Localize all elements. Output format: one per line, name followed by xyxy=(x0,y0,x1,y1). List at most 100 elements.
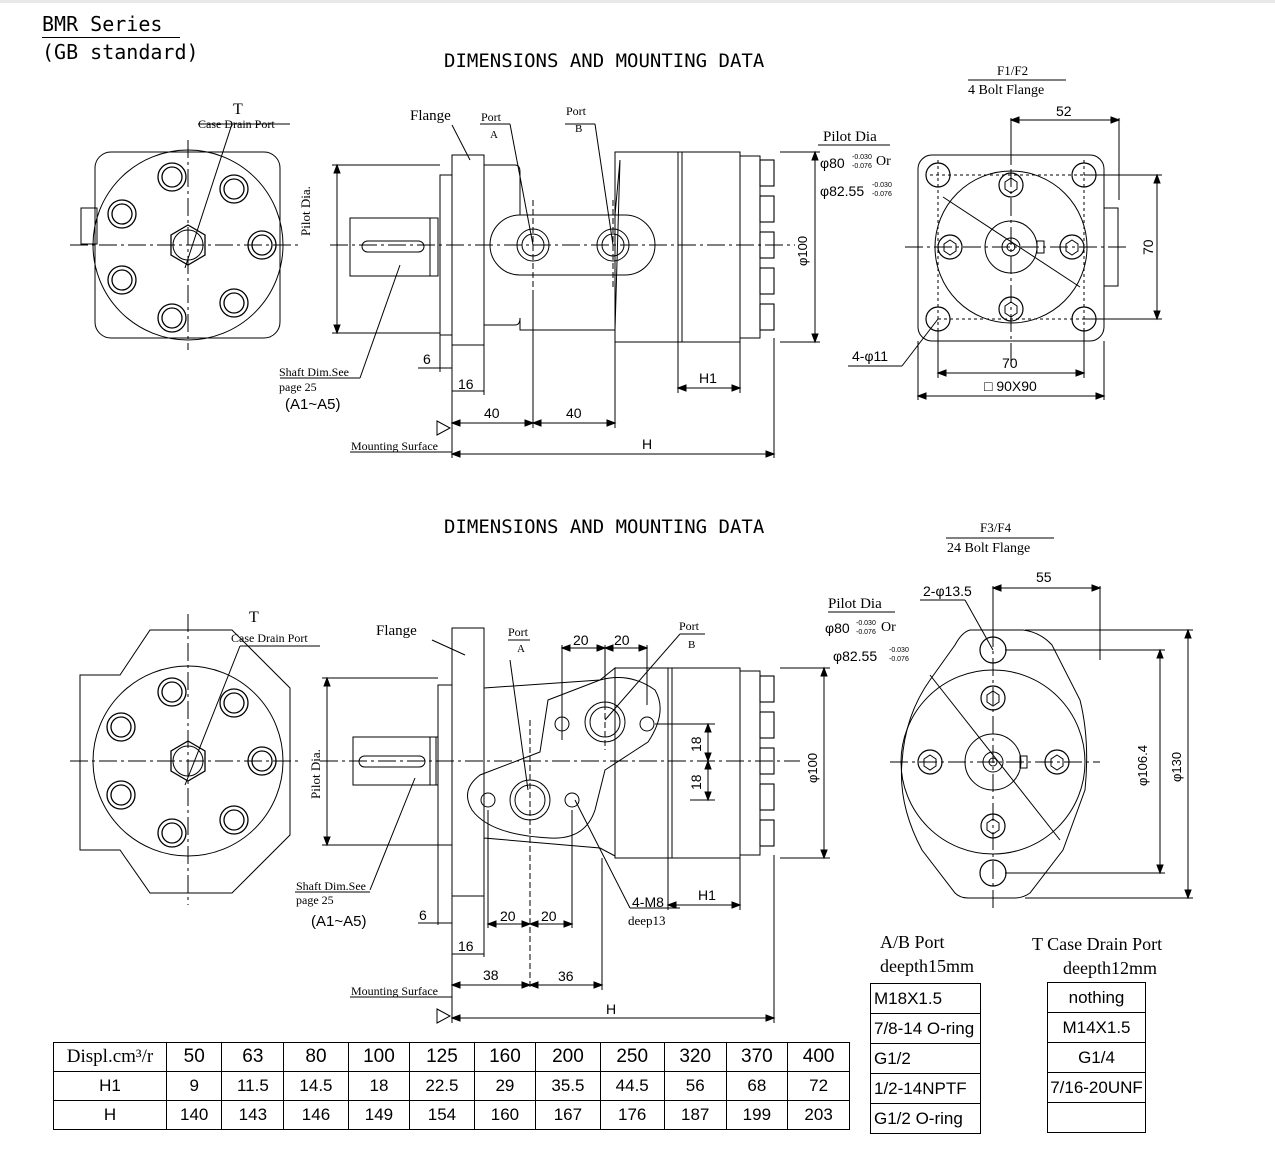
table-cell: 200 xyxy=(535,1042,601,1072)
bottom-dim-h1: H1 xyxy=(698,887,716,903)
top-page: page 25 xyxy=(279,380,317,394)
table-cell: 56 xyxy=(663,1071,727,1101)
table-cell: 68 xyxy=(725,1071,789,1101)
table-cell: 143 xyxy=(221,1100,285,1130)
table-cell: 203 xyxy=(787,1100,850,1130)
table-cell: 18 xyxy=(347,1071,411,1101)
top-side-view xyxy=(280,123,890,458)
bottom-mounting-surface: Mounting Surface xyxy=(351,984,438,998)
top-pilot-8255-tol-bot: -0.076 xyxy=(872,191,892,198)
top-dim-40b: 40 xyxy=(566,405,582,421)
bottom-dim-38: 38 xyxy=(483,967,499,983)
top-dim-40a: 40 xyxy=(484,405,500,421)
table-cell: nothing xyxy=(1047,982,1146,1013)
bottom-range: (A1~A5) xyxy=(311,913,367,930)
section-title-top: DIMENSIONS AND MOUNTING DATA xyxy=(444,50,765,72)
ab-port-row: 1/2-14NPTF xyxy=(870,1073,981,1104)
top-dim-70h: 70 xyxy=(1002,355,1018,371)
bottom-shaft-dim: Shaft Dim.See xyxy=(296,879,366,893)
table-cell: 154 xyxy=(409,1100,475,1130)
table-cell: 100 xyxy=(347,1042,411,1072)
table-cell: M18X1.5 xyxy=(870,983,981,1014)
bottom-pilot-8255: φ82.55 xyxy=(833,648,878,664)
table-cell: G1/2 xyxy=(870,1043,981,1074)
table-cell xyxy=(1047,1102,1146,1133)
bottom-case-drain-label: Case Drain Port xyxy=(231,631,308,645)
bottom-page: page 25 xyxy=(296,893,334,907)
table-cell: 80 xyxy=(283,1042,349,1072)
top-flange-code: F1/F2 xyxy=(997,63,1029,78)
t-port-row xyxy=(1047,1102,1146,1133)
table-cell: 160 xyxy=(473,1100,537,1130)
bottom-dia-130: φ130 xyxy=(1169,751,1184,782)
table-cell: 1/2-14NPTF xyxy=(870,1073,981,1104)
bottom-dim-20b: 20 xyxy=(614,632,630,648)
table-cell: G1/2 O-ring xyxy=(870,1103,981,1134)
bottom-port-b-letter: B xyxy=(688,639,696,651)
top-dim-52: 52 xyxy=(1056,103,1072,119)
t-port-row: M14X1.5 xyxy=(1047,1012,1146,1043)
ab-port-title: A/B Port xyxy=(880,932,945,952)
top-pilot-8255-tol-top: -0.030 xyxy=(872,182,892,189)
top-pilot-80-tol-top: -0.030 xyxy=(852,154,872,161)
bottom-dim-h: H xyxy=(606,1001,617,1017)
bottom-dim-20c: 20 xyxy=(500,908,516,924)
top-dim-16: 16 xyxy=(458,376,474,392)
row-label: H xyxy=(53,1100,167,1130)
top-mounting-surface: Mounting Surface xyxy=(351,439,438,453)
bottom-flange-desc: 24 Bolt Flange xyxy=(947,541,1031,556)
table-cell: 29 xyxy=(473,1071,537,1101)
top-pilot-or: Or xyxy=(876,154,891,169)
top-case-drain-label: Case Drain Port xyxy=(198,117,275,131)
table-cell: 14.5 xyxy=(283,1071,349,1101)
bottom-dim-55: 55 xyxy=(1036,569,1052,585)
table-cell: 187 xyxy=(663,1100,727,1130)
bottom-port-b-word: Port xyxy=(679,619,700,633)
table-cell: 35.5 xyxy=(535,1071,601,1101)
top-port-b-letter: B xyxy=(575,123,583,135)
top-dim-6: 6 xyxy=(423,351,431,367)
table-cell: 50 xyxy=(165,1042,223,1072)
t-port-row: nothing xyxy=(1047,982,1146,1013)
top-square-90: □ 90X90 xyxy=(984,378,1037,394)
top-pilot-80: φ80 xyxy=(820,155,845,171)
table-cell: 140 xyxy=(165,1100,223,1130)
table-cell: 7/16-20UNF xyxy=(1047,1072,1146,1103)
bottom-front-view xyxy=(70,614,320,905)
top-pilot-dia-vertical: Pilot Dia. xyxy=(298,186,313,236)
table-cell: 176 xyxy=(599,1100,665,1130)
bottom-dia-106: φ106.4 xyxy=(1135,745,1150,786)
top-flange-desc: 4 Bolt Flange xyxy=(968,83,1045,98)
top-range: (A1~A5) xyxy=(285,396,341,413)
top-flange-label: Flange xyxy=(410,108,451,124)
top-t-label: T xyxy=(233,101,243,118)
bottom-pilot-8255-tol-top: -0.030 xyxy=(889,647,909,654)
bottom-flange-label: Flange xyxy=(376,623,417,639)
top-dim-h: H xyxy=(642,436,653,452)
bottom-dim-6: 6 xyxy=(419,907,427,923)
top-front-view xyxy=(70,123,300,350)
bottom-side-view xyxy=(295,611,895,1024)
bottom-dim-36: 36 xyxy=(558,968,574,984)
t-port-title: T Case Drain Port xyxy=(1032,934,1163,954)
bottom-dim-18a: 18 xyxy=(688,736,704,752)
top-dim-70v: 70 xyxy=(1140,239,1156,255)
table-cell: 11.5 xyxy=(221,1071,285,1101)
bottom-pilot-80-tol-top: -0.030 xyxy=(856,620,876,627)
bottom-port-a-word: Port xyxy=(508,625,529,639)
bottom-holes: 2-φ13.5 xyxy=(923,583,972,599)
bottom-flange-view xyxy=(890,537,1193,910)
table-cell: G1/4 xyxy=(1047,1042,1146,1073)
bottom-dim-20d: 20 xyxy=(541,908,557,924)
series-title: BMR Series xyxy=(42,12,163,36)
bottom-thread: 4-M8 xyxy=(632,894,664,910)
table-cell: 22.5 xyxy=(409,1071,475,1101)
top-pilot-dia-label: Pilot Dia xyxy=(823,129,877,145)
table-cell: 146 xyxy=(283,1100,349,1130)
table-cell: M14X1.5 xyxy=(1047,1012,1146,1043)
top-pilot-8255: φ82.55 xyxy=(820,183,865,199)
bottom-dim-18b: 18 xyxy=(688,774,704,790)
